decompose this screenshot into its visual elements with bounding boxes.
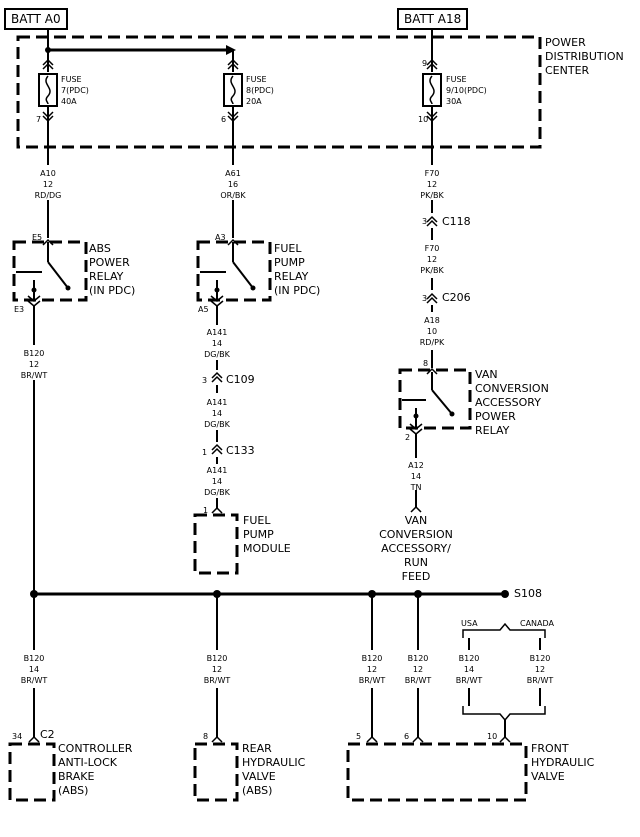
pin-10: 10 bbox=[418, 115, 429, 124]
wire-b120-3: B120 12 BR/WT bbox=[358, 654, 386, 685]
splice-s108: S108 bbox=[514, 587, 542, 600]
fuse-9-10-label: FUSE 9/10(PDC) 30A bbox=[446, 75, 487, 106]
pdc-box bbox=[16, 35, 542, 149]
abs-relay-label: ABS POWER RELAY (IN PDC) bbox=[89, 242, 136, 297]
fuel-module-label: FUEL PUMP MODULE bbox=[243, 514, 291, 555]
pin-10-front: 10 bbox=[487, 732, 498, 741]
wire-a141-b: A141 14 DG/BK bbox=[204, 398, 230, 429]
pin-9: 9 bbox=[422, 59, 428, 68]
fuse-7-label: FUSE 7(PDC) 40A bbox=[61, 75, 89, 106]
pin-3-c118: 3 bbox=[422, 217, 428, 226]
wire-b120-1: B120 14 BR/WT bbox=[20, 654, 48, 685]
wire-a141-a: A141 14 DG/BK bbox=[204, 328, 230, 359]
wire-b120-top: B120 12 BR/WT bbox=[20, 349, 48, 380]
pin-a3: A3 bbox=[215, 233, 226, 242]
wire-b120-5: B120 14 BR/WT bbox=[455, 654, 483, 685]
pin-34: 34 bbox=[12, 732, 23, 741]
pin-8-van: 8 bbox=[423, 359, 429, 368]
fuel-relay-label: FUEL PUMP RELAY (IN PDC) bbox=[274, 242, 321, 297]
pin-1-c133: 1 bbox=[202, 448, 208, 457]
bus-arrow bbox=[226, 45, 236, 55]
wire-a12: A12 14 TN bbox=[408, 461, 424, 492]
pin-8-rear: 8 bbox=[203, 732, 209, 741]
pin-6-front: 6 bbox=[404, 732, 410, 741]
wire-a10: A10 12 RD/DG bbox=[34, 169, 62, 200]
van-feed-label: VAN CONVERSION ACCESSORY/ RUN FEED bbox=[379, 514, 453, 583]
fuse-8 bbox=[223, 73, 243, 107]
wire-a18: A18 10 RD/PK bbox=[419, 316, 445, 347]
wire-b120-2: B120 12 BR/WT bbox=[203, 654, 231, 685]
wire-f70-b: F70 12 PK/BK bbox=[420, 244, 444, 275]
fuel-module-box bbox=[193, 513, 239, 575]
pin-5-front: 5 bbox=[356, 732, 362, 741]
connector-c133: C133 bbox=[226, 444, 255, 457]
connector-c206: C206 bbox=[442, 291, 471, 304]
batt-a0-label: BATT A0 bbox=[4, 8, 68, 30]
pin-3-c109: 3 bbox=[202, 376, 208, 385]
canada-label: CANADA bbox=[520, 619, 555, 628]
wire-b120-4: B120 12 BR/WT bbox=[404, 654, 432, 685]
pin-1-module: 1 bbox=[203, 506, 209, 515]
wire-a141-c: A141 14 DG/BK bbox=[204, 466, 230, 497]
batt-a18-label: BATT A18 bbox=[397, 8, 469, 30]
wire-f70-a: F70 12 PK/BK bbox=[420, 169, 444, 200]
pin-2-van: 2 bbox=[405, 433, 411, 442]
cab-label: CONTROLLER ANTI-LOCK BRAKE (ABS) bbox=[58, 742, 133, 797]
pin-7: 7 bbox=[36, 115, 42, 124]
pdc-label: POWER DISTRIBUTION CENTER bbox=[545, 36, 624, 77]
connector-c109: C109 bbox=[226, 373, 255, 386]
fuse-9-10 bbox=[422, 73, 442, 107]
connector-c2: C2 bbox=[40, 728, 55, 741]
van-relay-label: VAN CONVERSION ACCESSORY POWER RELAY bbox=[475, 368, 549, 437]
fuse-7 bbox=[38, 73, 58, 107]
pin-6: 6 bbox=[221, 115, 227, 124]
pin-e3: E3 bbox=[14, 305, 25, 314]
connector-c118: C118 bbox=[442, 215, 471, 228]
wire-b120-6: B120 12 BR/WT bbox=[526, 654, 554, 685]
fuse-8-label: FUSE 8(PDC) 20A bbox=[246, 75, 274, 106]
rear-valve-box bbox=[193, 742, 239, 802]
wire-a61: A61 16 OR/BK bbox=[220, 169, 246, 200]
van-relay-box bbox=[398, 368, 472, 430]
pin-a5: A5 bbox=[198, 305, 209, 314]
front-valve-box bbox=[346, 742, 528, 802]
cab-box bbox=[8, 742, 56, 802]
usa-label: USA bbox=[461, 619, 478, 628]
pin-e5: E5 bbox=[32, 233, 43, 242]
pin-3-c206: 3 bbox=[422, 294, 428, 303]
rear-valve-label: REAR HYDRAULIC VALVE (ABS) bbox=[242, 742, 306, 797]
front-valve-label: FRONT HYDRAULIC VALVE bbox=[531, 742, 595, 783]
